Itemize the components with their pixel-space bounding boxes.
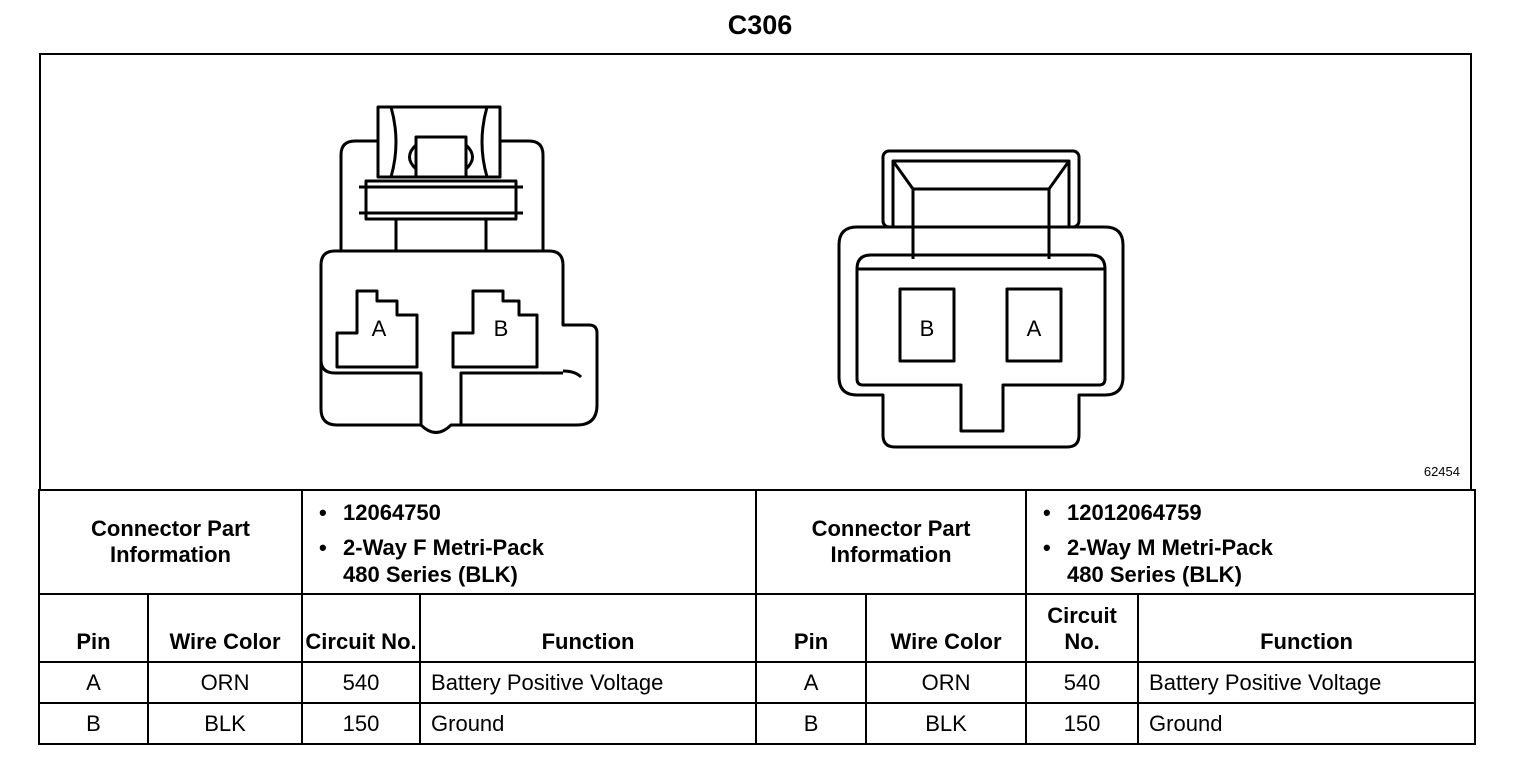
figure-reference-number: 62454: [1423, 464, 1460, 479]
left-pin-cell: A: [38, 661, 149, 704]
male-pin-b-label: B: [920, 316, 935, 341]
right-part-info-header: Connector Part Information: [755, 489, 1028, 595]
female-pin-a-label: A: [372, 316, 387, 341]
left-circuit-cell: 540: [301, 661, 422, 704]
right-circuit-cell: 150: [1025, 702, 1140, 745]
right-function-cell: Battery Positive Voltage: [1137, 661, 1477, 704]
left-part-number: 12064750: [343, 500, 441, 525]
male-pin-a-label: A: [1027, 316, 1042, 341]
right-wire-color-header: Wire Color: [865, 593, 1028, 663]
right-part-details: •12012064759 •2-Way M Metri-Pack 480 Ser…: [1025, 489, 1477, 595]
right-pin-cell: B: [755, 702, 868, 745]
right-part-description: 2-Way M Metri-Pack: [1067, 535, 1273, 560]
page-title: C306: [727, 10, 793, 40]
part-info-row: Connector Part Information •12064750 •2-…: [37, 489, 1477, 595]
right-wire-color-cell: ORN: [865, 661, 1028, 704]
left-wire-color-header: Wire Color: [146, 593, 304, 663]
female-pin-b-label: B: [494, 316, 509, 341]
left-function-cell: Ground: [419, 702, 758, 745]
left-pin-header: Pin: [38, 593, 149, 663]
left-circuit-cell: 150: [301, 702, 422, 745]
right-circuit-header: Circuit No.: [1025, 593, 1140, 663]
left-function-header: Function: [419, 593, 758, 663]
right-wire-color-cell: BLK: [865, 702, 1028, 745]
right-pin-header: Pin: [755, 593, 868, 663]
right-function-cell: Ground: [1137, 702, 1477, 745]
left-circuit-header: Circuit No.: [301, 593, 422, 663]
column-header-row: Pin Wire Color Circuit No. Function Pin …: [38, 593, 1477, 663]
left-part-description: 2-Way F Metri-Pack: [343, 535, 544, 560]
right-part-number: 12012064759: [1067, 500, 1202, 525]
left-pin-cell: B: [38, 702, 149, 745]
table-row: B BLK 150 Ground B BLK 150 Ground: [38, 702, 1477, 745]
left-function-cell: Battery Positive Voltage: [419, 661, 758, 704]
table-row: A ORN 540 Battery Positive Voltage A ORN…: [38, 661, 1477, 704]
female-connector-drawing: A B: [319, 105, 599, 434]
left-part-info-header: Connector Part Information: [37, 489, 304, 595]
male-connector-drawing: B A: [837, 149, 1125, 449]
left-wire-color-cell: ORN: [146, 661, 304, 704]
connector-diagram-frame: A B B A 62454: [39, 53, 1472, 489]
right-circuit-cell: 540: [1025, 661, 1140, 704]
right-function-header: Function: [1137, 593, 1477, 663]
right-part-series: 480 Series (BLK): [1067, 562, 1242, 587]
right-pin-cell: A: [755, 661, 868, 704]
left-wire-color-cell: BLK: [146, 702, 304, 745]
left-part-details: •12064750 •2-Way F Metri-Pack 480 Series…: [301, 489, 758, 595]
left-part-series: 480 Series (BLK): [343, 562, 518, 587]
connector-diagram: A B B A: [319, 105, 1125, 449]
connector-info-table: Connector Part Information •12064750 •2-…: [37, 489, 1477, 745]
